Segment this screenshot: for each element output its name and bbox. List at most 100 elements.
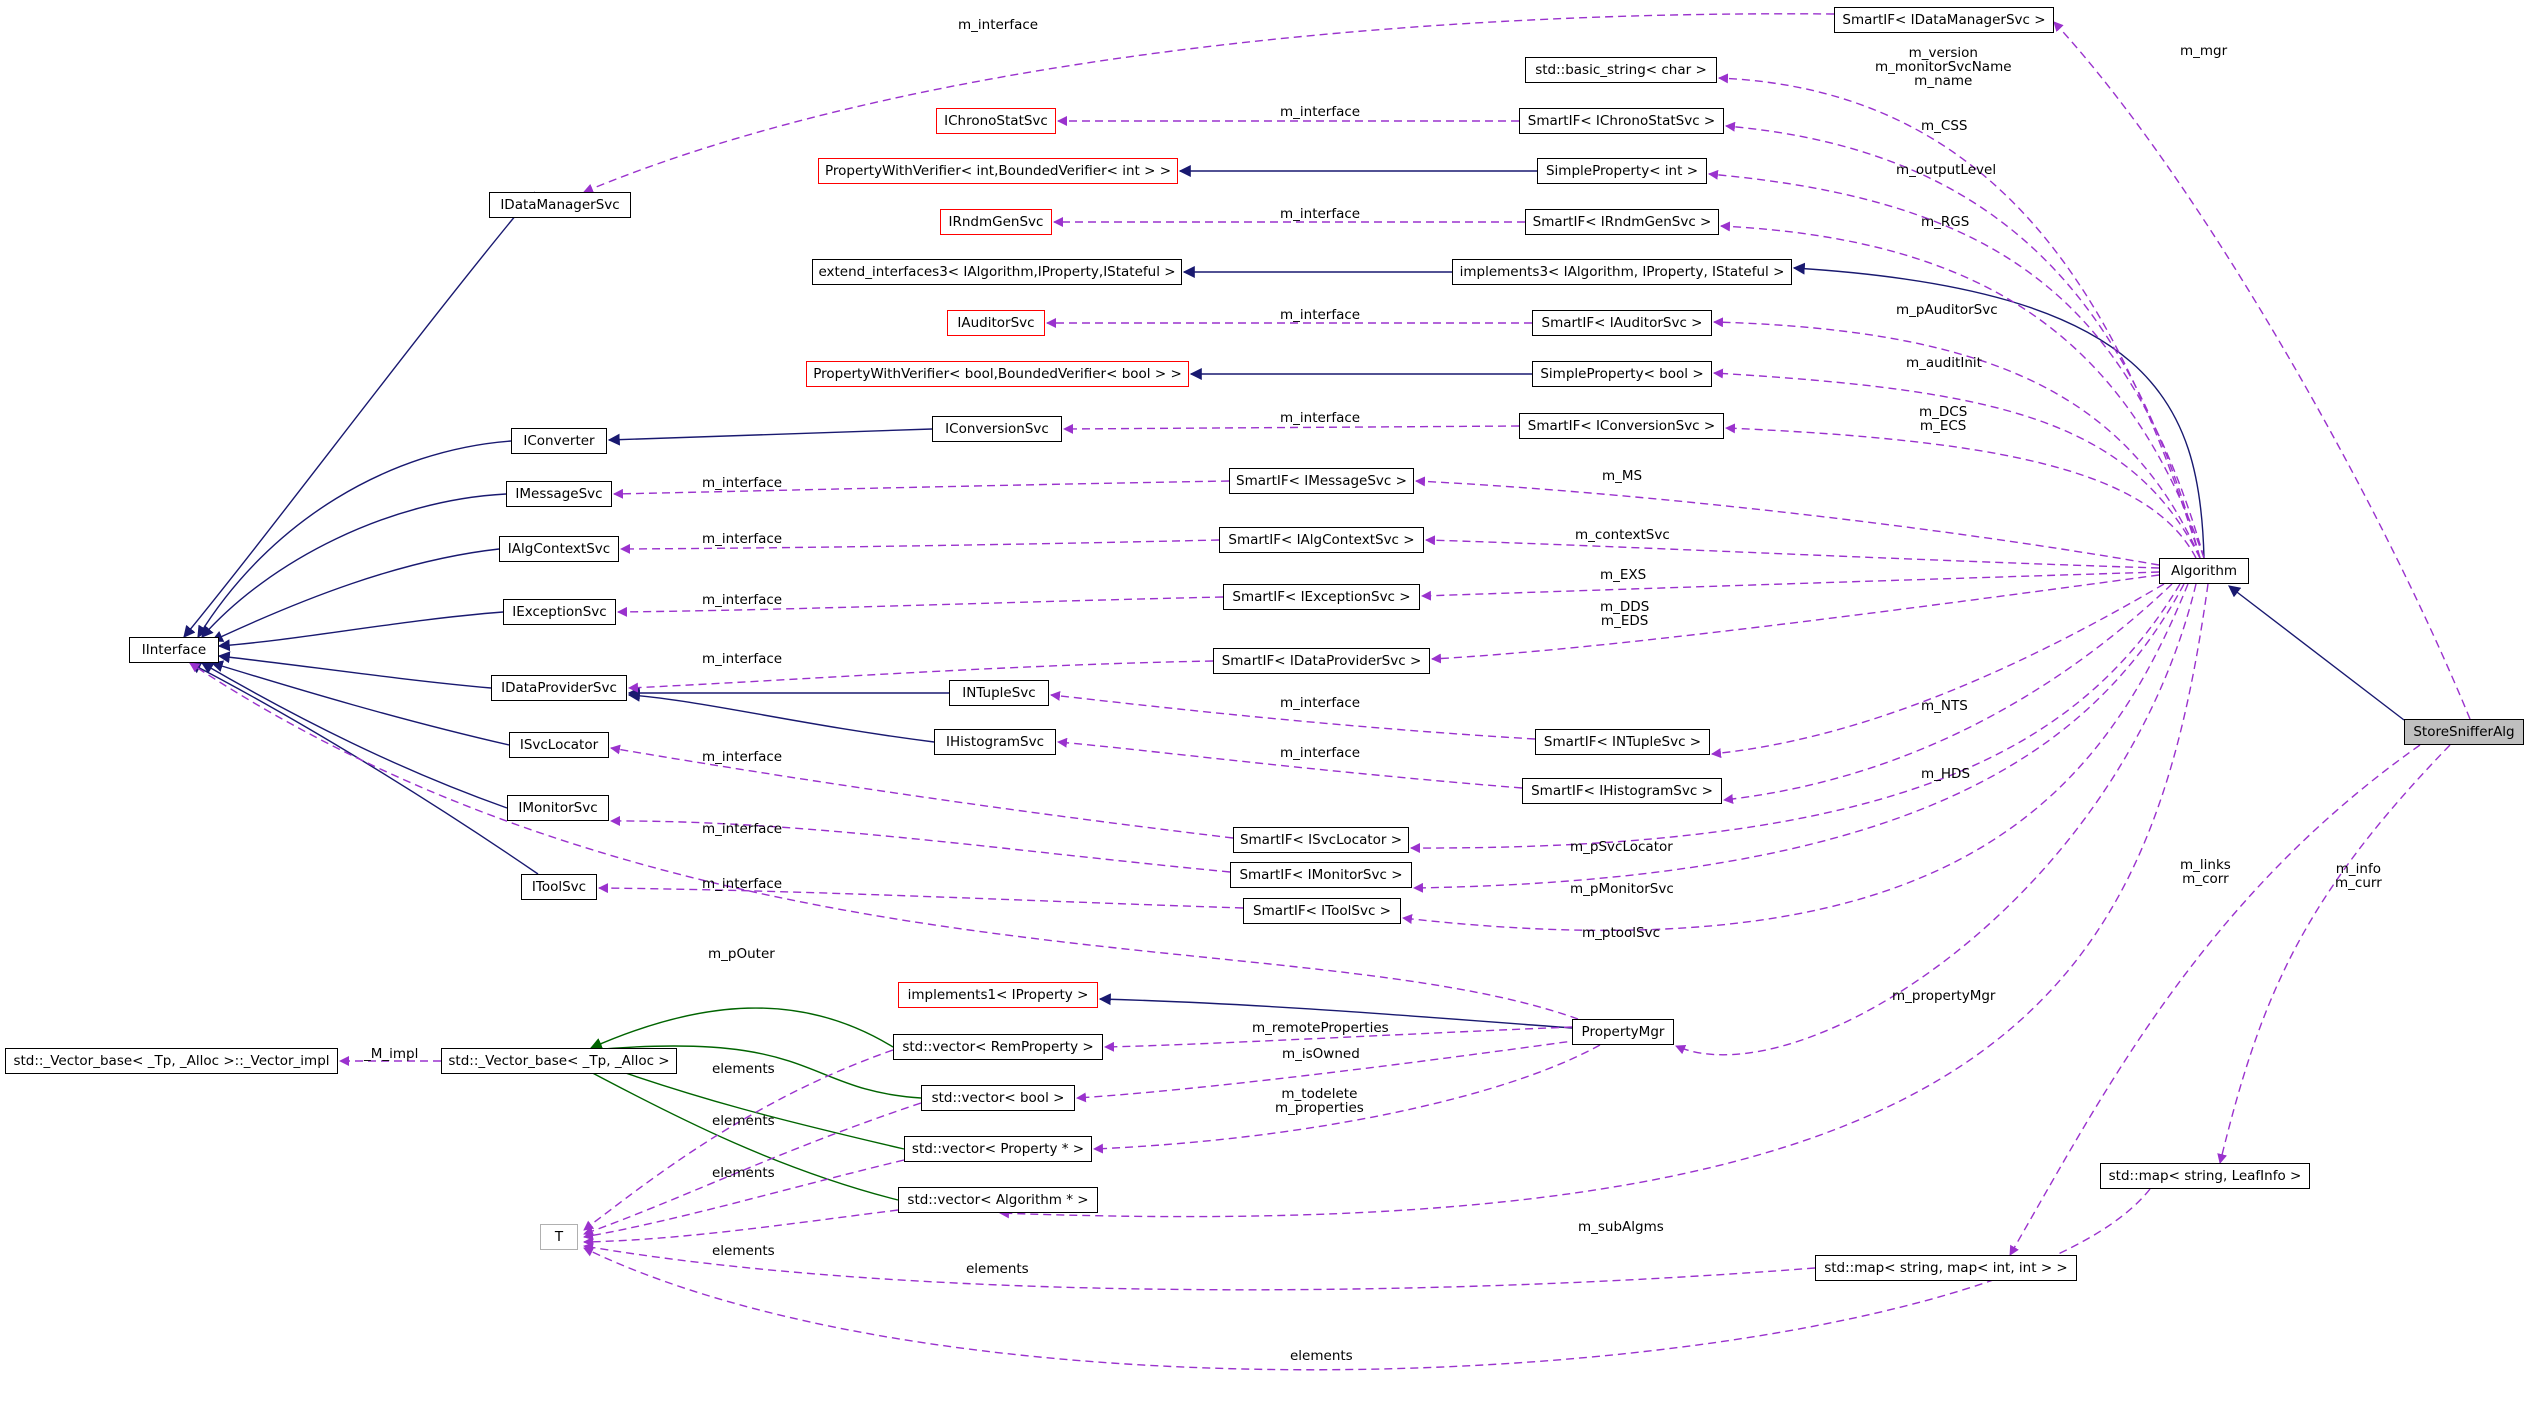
node-propertywithverifier-int[interactable]: PropertyWithVerifier< int,BoundedVerifie… xyxy=(818,158,1178,184)
edge-label: m_interface xyxy=(702,592,783,608)
node-implements3[interactable]: implements3< IAlgorithm, IProperty, ISta… xyxy=(1452,259,1792,285)
inheritance-edge xyxy=(197,440,512,639)
edge-label: m_RGS xyxy=(1921,214,1970,230)
node-implements1[interactable]: implements1< IProperty > xyxy=(898,982,1098,1008)
edge-label: m_HDS xyxy=(1921,766,1971,782)
edge-label: elements xyxy=(966,1261,1029,1277)
dependency-edge xyxy=(1050,690,1536,740)
inheritance-edge xyxy=(217,611,504,652)
node-std-basic-string[interactable]: std::basic_string< char > xyxy=(1525,57,1717,83)
edge-label: m_interface xyxy=(702,876,783,892)
node-smartif-iconversionsvc[interactable]: SmartIF< IConversionSvc > xyxy=(1519,413,1724,439)
inheritance-edge xyxy=(1792,262,2205,559)
node-smartif-imessagesvc[interactable]: SmartIF< IMessageSvc > xyxy=(1229,468,1414,494)
node-map-leafinfo[interactable]: std::map< string, LeafInfo > xyxy=(2100,1163,2310,1189)
edge-label: m_interface xyxy=(1280,745,1361,761)
node-iconversionsvc[interactable]: IConversionSvc xyxy=(932,416,1062,442)
node-smartif-iexceptionsvc[interactable]: SmartIF< IExceptionSvc > xyxy=(1223,584,1420,610)
edge-label: m_propertyMgr xyxy=(1892,988,1996,1004)
dependency-edge xyxy=(1413,583,2185,893)
node-map-map[interactable]: std::map< string, map< int, int > > xyxy=(1815,1255,2077,1281)
edge-label: m_DCS m_ECS xyxy=(1919,404,1968,434)
node-vector-algorithm[interactable]: std::vector< Algorithm * > xyxy=(898,1187,1098,1213)
dependency-edge xyxy=(598,883,1244,909)
edge-label: m_pMonitorSvc xyxy=(1570,881,1674,897)
node-vector-property[interactable]: std::vector< Property * > xyxy=(904,1136,1092,1162)
dependency-edge xyxy=(999,583,2209,1219)
node-smartif-itoolsvc[interactable]: SmartIF< IToolSvc > xyxy=(1243,898,1401,924)
node-ihistogramsvc[interactable]: IHistogramSvc xyxy=(934,729,1056,755)
edge-label: elements xyxy=(712,1165,775,1181)
dependency-edge xyxy=(1415,476,2160,566)
node-simpleproperty-bool[interactable]: SimpleProperty< bool > xyxy=(1532,361,1712,387)
node-smartif-isvclocator[interactable]: SmartIF< ISvcLocator > xyxy=(1233,827,1409,853)
node-propertymgr[interactable]: PropertyMgr xyxy=(1572,1019,1674,1045)
edge-label: m_interface xyxy=(1280,307,1361,323)
node-storesnifferalg[interactable]: StoreSnifferAlg xyxy=(2404,719,2524,745)
node-iauditorsvc[interactable]: IAuditorSvc xyxy=(947,310,1045,336)
node-smartif-irndmgensvc[interactable]: SmartIF< IRndmGenSvc > xyxy=(1525,209,1719,235)
edge-label: m_interface xyxy=(1280,695,1361,711)
edge-label: m_interface xyxy=(702,821,783,837)
node-simpleproperty-int[interactable]: SimpleProperty< int > xyxy=(1537,158,1707,184)
node-algorithm[interactable]: Algorithm xyxy=(2159,558,2249,584)
node-idataprovidersvc[interactable]: IDataProviderSvc xyxy=(491,675,627,701)
template-edge xyxy=(568,1060,899,1201)
dependency-edge xyxy=(1711,583,2165,759)
edge-label: m_ptoolSvc xyxy=(1582,925,1661,941)
node-ichronostatsvc[interactable]: IChronoStatSvc xyxy=(936,108,1056,134)
dependency-edge xyxy=(1720,221,2205,559)
inheritance-edge xyxy=(183,191,536,638)
node-smartif-idatamanagersvc[interactable]: SmartIF< IDataManagerSvc > xyxy=(1834,7,2054,33)
node-isvclocator[interactable]: ISvcLocator xyxy=(509,732,609,758)
dependency-edge xyxy=(2009,744,2421,1256)
inheritance-edge xyxy=(201,493,507,638)
edge-label: m_todelete m_properties xyxy=(1275,1086,1364,1116)
node-smartif-imonitorsvc[interactable]: SmartIF< IMonitorSvc > xyxy=(1230,862,1412,888)
dependency-edge xyxy=(613,480,1230,499)
node-vector-base[interactable]: std::_Vector_base< _Tp, _Alloc > xyxy=(441,1048,677,1074)
inheritance-edge xyxy=(1098,993,1573,1029)
dependency-edge xyxy=(1723,583,2173,804)
node-smartif-intuplesvc[interactable]: SmartIF< INTupleSvc > xyxy=(1535,729,1710,755)
node-idatamanagersvc[interactable]: IDataManagerSvc xyxy=(489,192,631,218)
node-vector-bool[interactable]: std::vector< bool > xyxy=(921,1085,1075,1111)
dependency-edge xyxy=(610,744,1234,839)
node-vector-base-impl[interactable]: std::_Vector_base< _Tp, _Alloc >::_Vecto… xyxy=(5,1048,338,1074)
node-propertywithverifier-bool[interactable]: PropertyWithVerifier< bool,BoundedVerifi… xyxy=(806,361,1189,387)
inheritance-edge xyxy=(188,662,539,875)
node-iconverter[interactable]: IConverter xyxy=(511,428,607,454)
edge-label: elements xyxy=(712,1113,775,1129)
edge-label: m_pSvcLocator xyxy=(1570,839,1673,855)
dependency-edge xyxy=(1718,73,2201,559)
node-ialgcontextsvc[interactable]: IAlgContextSvc xyxy=(499,536,619,562)
node-itoolsvc[interactable]: IToolSvc xyxy=(521,874,597,900)
node-imessagesvc[interactable]: IMessageSvc xyxy=(506,481,612,507)
node-smartif-idataprovidersvc[interactable]: SmartIF< IDataProviderSvc > xyxy=(1213,648,1430,674)
node-smartif-ichronostatsvc[interactable]: SmartIF< IChronoStatSvc > xyxy=(1519,108,1724,134)
template-edge xyxy=(589,1058,905,1150)
inheritance-edge xyxy=(217,651,492,689)
node-extend-interfaces3[interactable]: extend_interfaces3< IAlgorithm,IProperty… xyxy=(812,259,1182,285)
edge-label: m_interface xyxy=(1280,410,1361,426)
template-edge xyxy=(589,1043,922,1099)
node-smartif-ialgcontextsvc[interactable]: SmartIF< IAlgContextSvc > xyxy=(1219,527,1424,553)
dependency-edge xyxy=(583,1242,1816,1291)
node-iinterface[interactable]: IInterface xyxy=(129,637,219,663)
node-smartif-iauditorsvc[interactable]: SmartIF< IAuditorSvc > xyxy=(1532,310,1712,336)
node-smartif-ihistogramsvc[interactable]: SmartIF< IHistogramSvc > xyxy=(1522,778,1722,804)
edge-label: m_info m_curr xyxy=(2335,861,2382,891)
node-imonitorsvc[interactable]: IMonitorSvc xyxy=(507,795,609,821)
edge-label: m_subAlgms xyxy=(1578,1219,1664,1235)
node-intuplesvc[interactable]: INTupleSvc xyxy=(949,680,1049,706)
node-t[interactable]: T xyxy=(540,1224,578,1250)
node-vector-remproperty[interactable]: std::vector< RemProperty > xyxy=(893,1034,1103,1060)
edge-label: m_pOuter xyxy=(708,946,775,962)
edge-label: m_DDS m_EDS xyxy=(1600,599,1650,629)
dependency-edge xyxy=(1713,317,2201,559)
node-iexceptionsvc[interactable]: IExceptionSvc xyxy=(503,599,616,625)
dependency-edge xyxy=(617,596,1224,617)
edge-label: m_interface xyxy=(702,531,783,547)
node-irndmgensvc[interactable]: IRndmGenSvc xyxy=(940,209,1052,235)
